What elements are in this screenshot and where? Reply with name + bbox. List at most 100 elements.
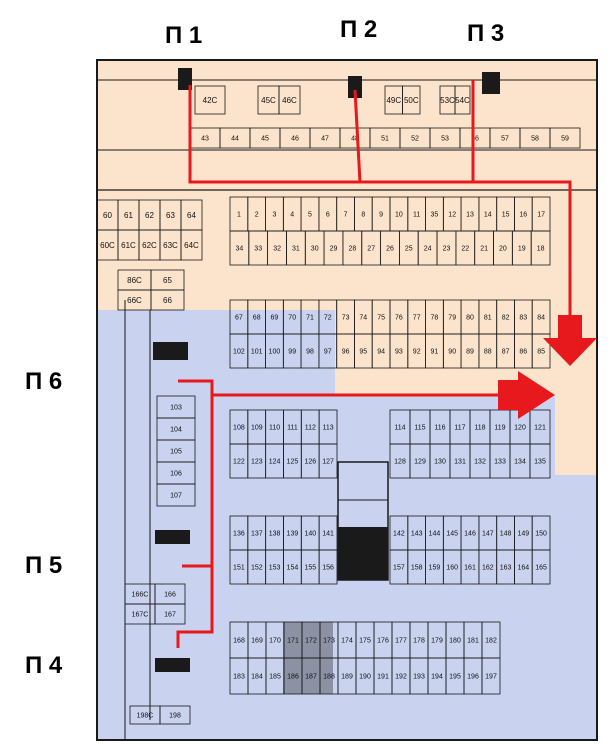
route-arrow-right (498, 371, 555, 419)
stall-number: 169 (251, 638, 263, 645)
stall-number: 57 (501, 135, 509, 142)
parking-stall (529, 443, 551, 479)
stall-number: 189 (341, 674, 353, 681)
stall-number: 129 (414, 458, 426, 465)
stall-number: 62C (142, 241, 157, 250)
stall-number: 72 (324, 314, 332, 321)
stall-number: 198C (137, 713, 154, 720)
stall-number: 51 (381, 135, 389, 142)
parking-stall (150, 289, 185, 311)
stall-number: 66C (127, 296, 142, 305)
stall-number: 108 (233, 424, 245, 431)
stall-number: 158 (411, 565, 423, 572)
stall-number: 191 (377, 674, 389, 681)
stall-number: 117 (454, 424, 465, 431)
stall-number: 141 (322, 531, 334, 538)
stall-number: 10 (395, 211, 403, 218)
stall-number: 142 (393, 531, 405, 538)
stall-number: 184 (251, 674, 263, 681)
stall-number: 64 (187, 211, 196, 220)
parking-stall (402, 85, 421, 115)
stall-number: 9 (379, 211, 383, 218)
stall-number: 49C (386, 96, 401, 105)
stall-number: 131 (454, 458, 466, 465)
entrance-label-p3: П 3 (467, 20, 505, 47)
stall-number: 124 (269, 458, 281, 465)
stall-number: 139 (287, 531, 299, 538)
stall-number: 27 (367, 245, 375, 252)
parking-stall (531, 333, 551, 369)
stall-number: 123 (251, 458, 263, 465)
stall-number: 11 (413, 211, 420, 218)
stall-number: 167 (164, 612, 176, 619)
stall-number: 97 (324, 348, 332, 355)
stall-number: 52 (411, 135, 419, 142)
stall-number: 197 (485, 674, 497, 681)
stall-number: 128 (394, 458, 406, 465)
stall-number: 136 (233, 531, 245, 538)
stall-number: 70 (288, 314, 296, 321)
stall-number: 153 (269, 565, 281, 572)
stall-number: 93 (395, 348, 403, 355)
stall-number: 195 (449, 674, 461, 681)
orange-zone-east (335, 310, 597, 475)
stall-number: 185 (269, 674, 281, 681)
stall-number: 35 (431, 211, 439, 218)
stall-number: 112 (305, 424, 316, 431)
entrance-label-p4: П 4 (25, 652, 63, 679)
stall-number: 133 (494, 458, 506, 465)
parking-stall (530, 230, 551, 266)
entrance-label-p1: П 1 (165, 22, 203, 49)
stall-number: 127 (322, 458, 334, 465)
stall-number: 22 (461, 245, 469, 252)
stall-number: 172 (305, 638, 317, 645)
stall-number: 59 (561, 135, 569, 142)
parking-stall (159, 705, 191, 725)
stall-number: 163 (500, 565, 512, 572)
stall-number: 166C (132, 592, 149, 599)
stall-number: 160 (446, 565, 458, 572)
stair-core-p4 (155, 658, 190, 672)
stall-number: 145 (446, 531, 458, 538)
stall-number: 1 (237, 211, 241, 218)
stall-number: 90 (448, 348, 456, 355)
stall-number: 3 (272, 211, 276, 218)
stall-number: 81 (484, 314, 492, 321)
stall-number: 4 (290, 211, 294, 218)
stall-number: 54C (455, 96, 470, 105)
stall-number: 24 (424, 245, 432, 252)
stall-number: 21 (480, 245, 488, 252)
stall-number: 25 (405, 245, 413, 252)
stall-number: 181 (467, 638, 479, 645)
stall-number: 13 (466, 211, 474, 218)
stall-number: 198 (169, 713, 181, 720)
stall-number: 102 (233, 348, 245, 355)
route-p1 (188, 85, 572, 322)
stall-number: 134 (514, 458, 526, 465)
parking-stall (318, 443, 338, 479)
stall-number: 180 (449, 638, 461, 645)
stall-number: 150 (535, 531, 547, 538)
stall-number: 92 (413, 348, 421, 355)
parking-stall (278, 85, 301, 115)
stall-number: 166 (164, 592, 176, 599)
stall-number: 121 (534, 424, 546, 431)
blue-zone (97, 310, 597, 740)
stall-number: 2 (255, 211, 259, 218)
stall-number: 15 (502, 211, 510, 218)
stall-number: 119 (494, 424, 505, 431)
stair-core-p5 (155, 530, 190, 544)
stall-number: 44 (231, 135, 239, 142)
stall-number: 46C (282, 96, 297, 105)
stall-number: 34 (236, 245, 244, 252)
stall-number: 130 (434, 458, 446, 465)
stall-number: 194 (431, 674, 443, 681)
stall-number: 45 (261, 135, 269, 142)
stair-core-p6 (153, 342, 188, 360)
stall-number: 156 (322, 565, 334, 572)
stall-number: 69 (271, 314, 279, 321)
stall-number: 74 (359, 314, 367, 321)
stall-number: 115 (414, 424, 425, 431)
stall-number: 16 (519, 211, 527, 218)
